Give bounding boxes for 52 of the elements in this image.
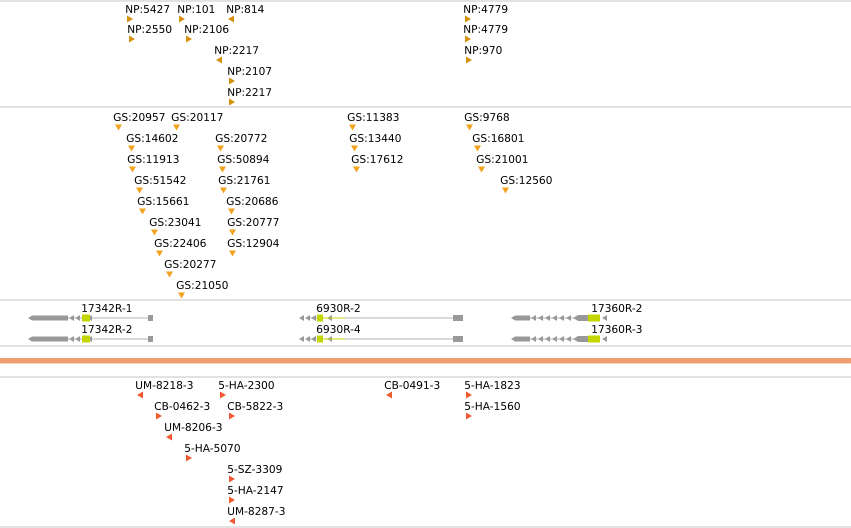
feature-label: GS:14602: [126, 134, 178, 142]
feature-label: 17360R-3: [592, 324, 642, 334]
feature-label: NP:2107: [228, 66, 272, 75]
feature-label: NP:2217: [228, 88, 272, 96]
feature-label: GS:16801: [472, 134, 524, 142]
feature-label: NP:4779: [464, 4, 508, 13]
feature-label: GS:20277: [164, 260, 216, 268]
feature-label: GS:51542: [134, 176, 186, 184]
feature-label: NP:101: [178, 4, 214, 13]
feature-label: CB-5822-3: [228, 402, 282, 410]
feature-label: 5-HA-5070: [185, 444, 240, 452]
feature-label: GS:20686: [226, 196, 278, 206]
feature-label: GS:21001: [476, 154, 528, 163]
feature-label: 5-SZ-3309: [228, 464, 282, 474]
feature-label: NP:2550: [128, 24, 172, 33]
feature-label: GS:17612: [352, 154, 402, 163]
feature-label: NP:2106: [185, 24, 228, 33]
feature-label: GS:20777: [228, 218, 279, 226]
feature-label: GS:15661: [138, 196, 188, 206]
feature-label: NP:5427: [126, 4, 170, 13]
feature-label: GS:11913: [128, 154, 179, 163]
feature-label: GS:20117: [172, 112, 223, 121]
feature-label: CB-0491-3: [384, 380, 440, 390]
feature-label: NP:814: [227, 4, 264, 13]
feature-label: GS:50894: [218, 154, 269, 163]
feature-label: UM-8206-3: [165, 422, 222, 432]
feature-label: GS:12904: [228, 238, 279, 248]
feature-label: 6930R-4: [316, 324, 360, 334]
feature-label: GS:20957: [114, 112, 165, 121]
feature-label: 5-HA-2300: [219, 380, 274, 390]
feature-label: NP:4779: [464, 24, 508, 33]
feature-label: GS:23041: [150, 218, 200, 226]
feature-label: GS:11383: [348, 112, 399, 121]
feature-label: 6930R-2: [316, 304, 360, 312]
feature-label: GS:20772: [216, 134, 266, 142]
feature-label: GS:13440: [350, 134, 401, 142]
feature-label: GS:21050: [176, 280, 228, 290]
feature-label: 17342R-1: [82, 304, 132, 312]
feature-label: CB-0462-3: [154, 402, 210, 410]
feature-label: 17342R-2: [82, 324, 132, 334]
feature-label: UM-8218-3: [136, 380, 193, 390]
feature-label: 5-HA-2147: [228, 486, 283, 494]
feature-label: GS:21761: [218, 176, 270, 184]
feature-label: 17360R-2: [592, 304, 642, 312]
feature-label: 5-HA-1560: [465, 402, 520, 410]
feature-label: UM-8287-3: [228, 506, 285, 516]
feature-label: NP:2217: [215, 46, 258, 54]
feature-label: 5-HA-1823: [465, 380, 520, 390]
feature-label: GS:12560: [500, 176, 552, 184]
feature-label: GS:22406: [154, 238, 206, 248]
feature-label: NP:970: [465, 46, 502, 54]
feature-label: GS:9768: [464, 112, 509, 121]
